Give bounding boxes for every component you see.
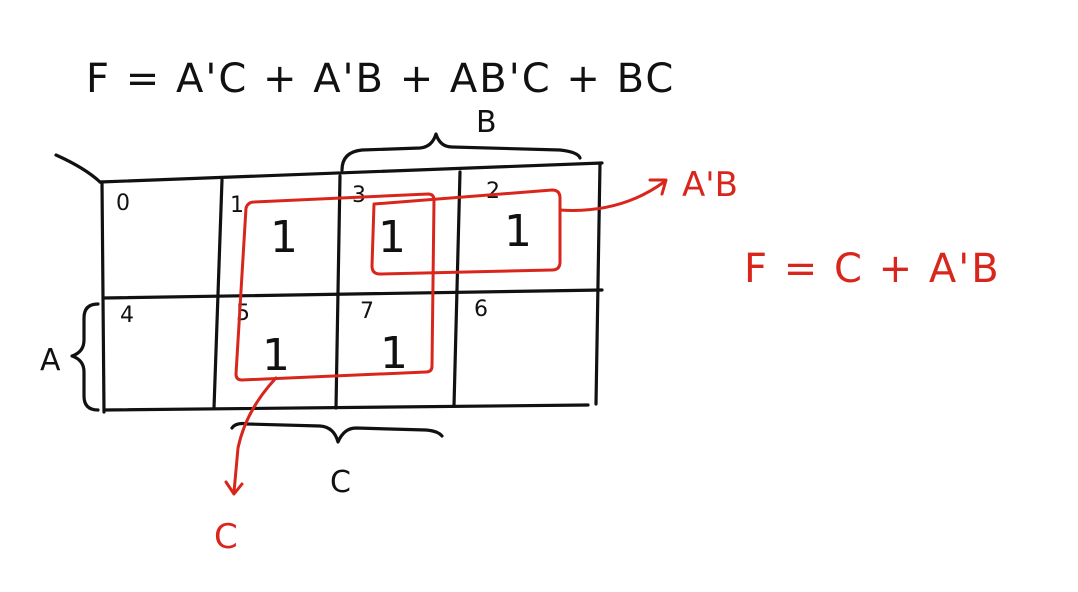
- brace-a: [70, 302, 100, 412]
- arrowhead-a-prime-b: [648, 178, 668, 196]
- group-outline-c: [234, 192, 436, 382]
- cell-index-7: 7: [360, 299, 374, 324]
- cell-index-2: 2: [486, 179, 500, 204]
- group-label-c: C: [214, 517, 238, 557]
- label-b: B: [476, 105, 497, 140]
- kmap-bottom-border: [102, 403, 590, 412]
- label-a: A: [40, 343, 61, 378]
- cell-value-5: 1: [262, 330, 290, 381]
- kmap-divider-2: [334, 174, 342, 410]
- cell-index-0: 0: [116, 191, 130, 216]
- cell-index-1: 1: [230, 193, 244, 218]
- cell-index-6: 6: [474, 297, 488, 322]
- kmap-divider-3: [452, 170, 462, 408]
- cell-value-1: 1: [270, 212, 298, 263]
- brace-b: [340, 132, 582, 172]
- kmap-right-border: [594, 161, 602, 406]
- arrow-a-prime-b: [558, 180, 666, 212]
- kmap-grid: [54, 153, 604, 414]
- kmap-corner-stroke: [54, 153, 102, 184]
- brace-c: [230, 421, 444, 444]
- simplified-expression: F = C + A'B: [744, 246, 1001, 292]
- kmap-left-border: [100, 180, 106, 414]
- arrowhead-c: [224, 480, 244, 496]
- original-expression: F = A'C + A'B + AB'C + BC: [86, 56, 675, 102]
- label-c: C: [330, 465, 351, 500]
- group-outline-a-prime-b: [370, 188, 562, 276]
- kmap-divider-1: [212, 178, 224, 410]
- kmap-middle-line: [102, 288, 604, 300]
- cell-value-2: 1: [504, 206, 532, 257]
- cell-value-7: 1: [380, 328, 408, 379]
- group-label-a-prime-b: A'B: [682, 165, 738, 205]
- cell-index-3: 3: [352, 183, 366, 208]
- cell-index-4: 4: [120, 303, 134, 328]
- arrow-c: [232, 376, 278, 494]
- cell-value-3: 1: [378, 212, 406, 263]
- kmap-top-border: [98, 161, 604, 184]
